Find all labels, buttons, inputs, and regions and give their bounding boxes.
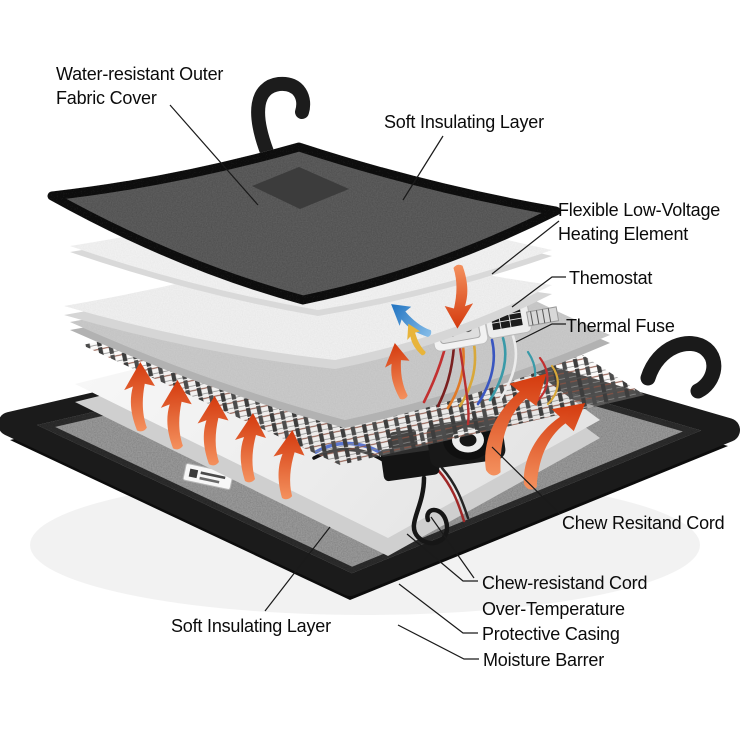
label-line: Fabric Cover [56,88,157,108]
cord-red [436,468,466,523]
label-line: Water-resistant Outer [56,64,224,84]
label-water-resistant-outer-fabric-cover: Water-resistant Outer Fabric Cover [56,62,223,110]
cord-loop [411,475,450,546]
brand-tag [182,463,234,490]
leader-chew-resistand-cord [406,533,478,582]
label-line: Thermal Fuse [566,316,675,336]
outer-fabric-cover [47,76,561,305]
leader-themostat [511,276,566,308]
label-line: Over-Temperature [482,599,625,619]
label-line: Flexible Low-Voltage [558,200,721,220]
cord-dark [440,466,470,520]
leader-moisture-barrer [397,624,479,660]
leader-flexible-heating [491,220,560,275]
label-protective-casing: Protective Casing [482,622,620,646]
label-thermal-fuse: Thermal Fuse [566,314,675,338]
label-line: Themostat [569,268,653,288]
label-line: Chew-resistand Cord [482,573,648,593]
label-moisture-barrer: Moisture Barrer [483,648,604,672]
label-themostat: Themostat [569,266,652,290]
label-line: Heating Element [558,224,689,244]
label-line: Soft Insulating Layer [171,616,331,636]
leader-outer-fabric [169,104,259,206]
label-line: Moisture Barrer [483,650,605,670]
label-chew-resitand-cord: Chew Resitand Cord [562,511,725,535]
leader-lines [169,104,566,660]
label-chew-resistand-cord-over-temperature: Chew-resistand Cord Over-Temperature [482,570,647,622]
cover-fabric-face [47,142,561,305]
label-soft-insulating-layer-bottom: Soft Insulating Layer [171,614,331,638]
label-flexible-low-voltage-heating-element: Flexible Low-Voltage Heating Element [558,198,720,246]
label-line: Chew Resitand Cord [562,513,725,533]
label-line: Soft Insulating Layer [384,112,544,132]
leader-chew-resitand-cord [491,446,561,515]
cover-center-patch [252,167,349,209]
leader-soft-insulating-bottom [264,526,331,612]
label-line: Protective Casing [482,624,620,644]
cover-hanging-strap [251,76,311,159]
leader-thermal-fuse [515,323,566,343]
leader-chew-resistand-cord-2 [430,516,475,579]
leader-soft-insulating-top [402,135,444,201]
leader-protective-casing [398,583,478,634]
mat-hanging-strap [640,336,722,399]
label-soft-insulating-layer-top: Soft Insulating Layer [384,110,544,134]
